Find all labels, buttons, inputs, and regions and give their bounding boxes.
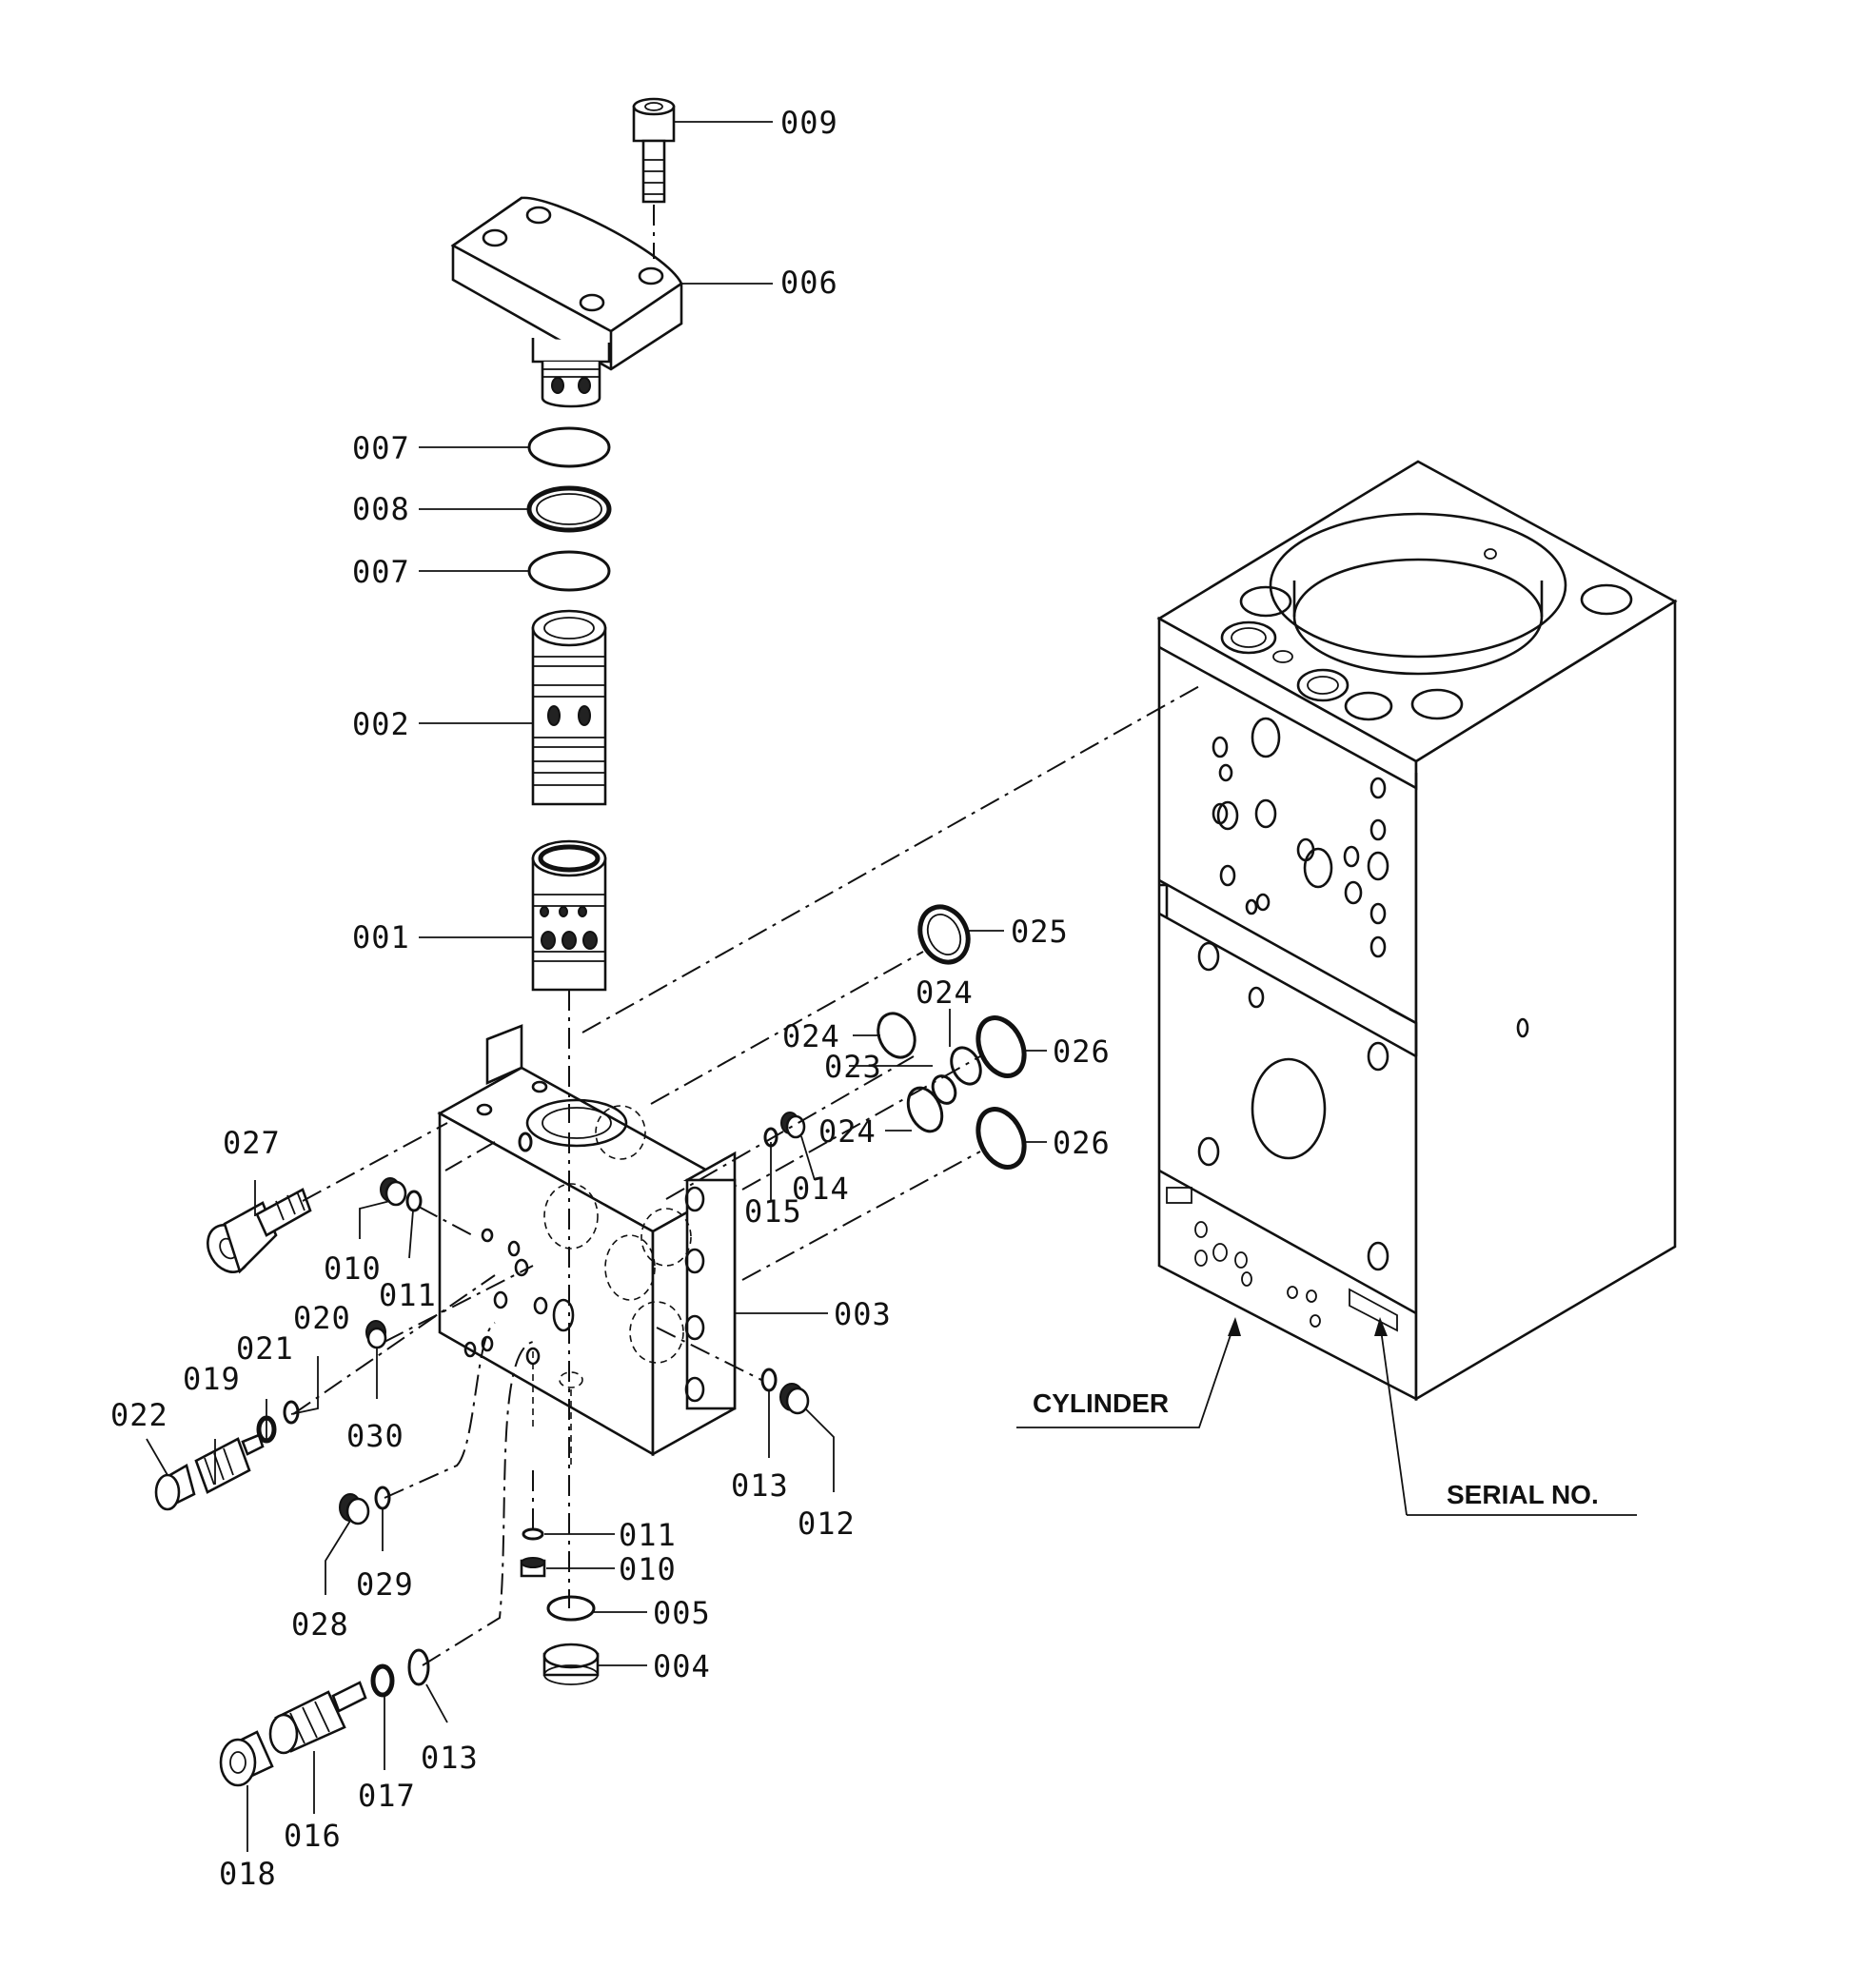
label-013-right: 013: [731, 1467, 789, 1504]
plug-028-029: [339, 1486, 391, 1525]
part-labels: 009 006 007 008 007 002 001 025 024 024 …: [110, 105, 1599, 1892]
label-024-bottom: 024: [818, 1113, 877, 1150]
label-026-bottom: 026: [1053, 1125, 1111, 1161]
label-006: 006: [780, 265, 838, 301]
label-002: 002: [352, 706, 410, 742]
plugs-010-011-014-015: [365, 1112, 810, 1415]
center-lines: [292, 205, 1202, 1666]
label-027: 027: [223, 1125, 281, 1161]
label-029: 029: [356, 1566, 414, 1603]
valve-block: [437, 1024, 738, 1466]
cylinder-callout: CYLINDER: [1033, 1388, 1169, 1418]
label-009: 009: [780, 105, 838, 141]
label-030: 030: [346, 1418, 404, 1454]
label-004: 004: [653, 1648, 711, 1684]
label-014: 014: [792, 1171, 850, 1207]
label-016: 016: [284, 1818, 342, 1854]
serial-number-callout: SERIAL NO.: [1447, 1480, 1599, 1509]
adjuster-016-018: [219, 1648, 430, 1787]
label-024-top: 024: [916, 974, 974, 1011]
label-010-bottom: 010: [619, 1551, 677, 1587]
label-010-left: 010: [324, 1250, 382, 1287]
label-020: 020: [293, 1300, 351, 1336]
o-rings-007-008: [526, 426, 612, 592]
label-011-left: 011: [379, 1277, 437, 1313]
label-005: 005: [653, 1595, 711, 1631]
cylinder-block: [1156, 460, 1678, 1402]
cover-006: [450, 196, 683, 408]
seal-rings: [877, 904, 1027, 1170]
sleeve-001: [531, 839, 607, 992]
label-019: 019: [183, 1361, 241, 1397]
label-003: 003: [834, 1296, 892, 1332]
label-018: 018: [219, 1856, 277, 1892]
label-026-top: 026: [1053, 1033, 1111, 1070]
plugs-011-010-005-004-bottom: [520, 1527, 600, 1685]
label-008: 008: [352, 491, 410, 527]
sleeve-002: [531, 609, 607, 806]
bolt-027: [207, 1188, 312, 1274]
label-023: 023: [824, 1049, 882, 1085]
label-001: 001: [352, 919, 410, 955]
label-017: 017: [358, 1778, 416, 1814]
label-013-bottom: 013: [421, 1740, 479, 1776]
label-025: 025: [1011, 914, 1069, 950]
label-021: 021: [236, 1330, 294, 1367]
label-011-bottom: 011: [619, 1517, 677, 1553]
label-012: 012: [798, 1506, 856, 1542]
label-028: 028: [291, 1606, 349, 1643]
adjuster-019-022: [154, 1400, 300, 1511]
label-024-left: 024: [782, 1018, 840, 1054]
label-015: 015: [744, 1193, 802, 1230]
label-022: 022: [110, 1397, 168, 1433]
bolt-009: [632, 97, 676, 204]
leader-lines: [146, 121, 1637, 1852]
label-007-bottom: 007: [352, 554, 410, 590]
label-007-top: 007: [352, 430, 410, 466]
